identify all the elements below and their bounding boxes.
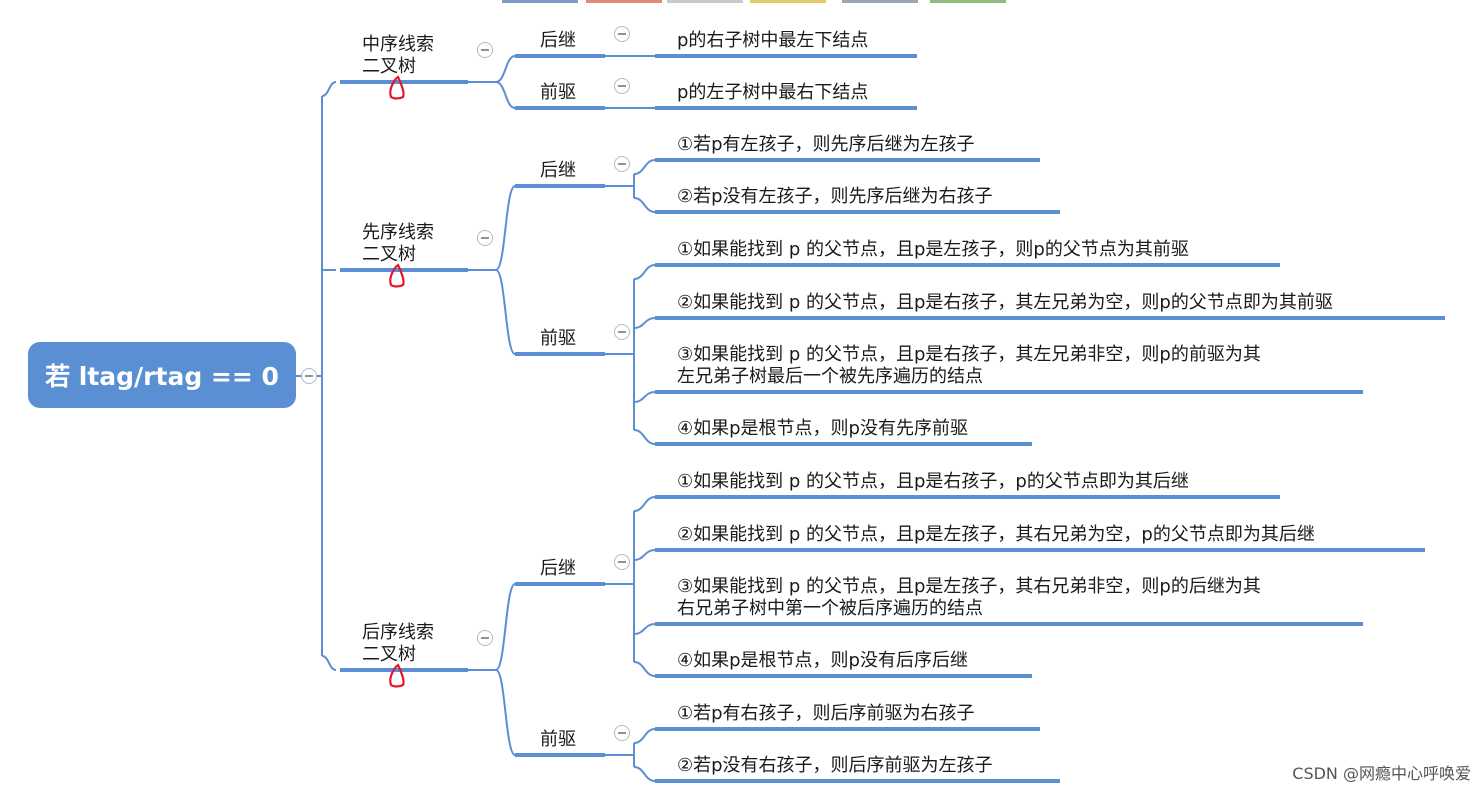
relation-collapse-icon[interactable]	[614, 554, 630, 570]
leaf-text: ③如果能找到 p 的父节点，且p是右孩子，其左兄弟非空，则p的前驱为其 左兄弟子…	[677, 344, 1261, 387]
branch-collapse-icon[interactable]	[477, 630, 493, 646]
leaf-curve	[633, 728, 656, 744]
leaf-text: ①若p有左孩子，则先序后继为左孩子	[677, 134, 975, 155]
leaf-text: ②如果能找到 p 的父节点，且p是左孩子，其右兄弟为空，p的父节点即为其后继	[677, 524, 1315, 545]
leaf-curve	[633, 766, 656, 782]
relation-collapse-icon[interactable]	[614, 26, 630, 42]
leaf-text: ①若p有右孩子，则后序前驱为右孩子	[677, 703, 975, 724]
branch-title-2: 先序线索 二叉树	[362, 222, 434, 265]
trunk-curve-bottom	[321, 655, 337, 671]
branch-title-1: 中序线索 二叉树	[362, 34, 434, 77]
leaf-text: p的左子树中最右下结点	[677, 82, 869, 103]
leaf-text: ②若p没有左孩子，则先序后继为右孩子	[677, 186, 993, 207]
root-collapse-icon[interactable]	[301, 368, 317, 384]
toolbar-swatch	[586, 0, 662, 3]
leaf-curve	[633, 264, 656, 280]
root-label: 若 ltag/rtag == 0	[45, 362, 279, 391]
leaf-text: ④如果p是根节点，则p没有先序前驱	[677, 418, 968, 439]
relation-label: 后继	[540, 558, 576, 579]
leaf-text: ①如果能找到 p 的父节点，且p是左孩子，则p的父节点为其前驱	[677, 239, 1189, 260]
branch-to-relation-curve	[495, 55, 516, 83]
handwritten-annotation	[389, 663, 405, 688]
relation-label: 后继	[540, 160, 576, 181]
relation-label: 前驱	[540, 82, 576, 103]
leaf-text: p的右子树中最左下结点	[677, 30, 869, 51]
relation-label: 前驱	[540, 328, 576, 349]
leaf-curve	[633, 623, 656, 635]
leaf-curve	[633, 496, 656, 512]
relation-collapse-icon[interactable]	[614, 78, 630, 94]
toolbar-swatch	[502, 0, 578, 3]
branch-to-relation-curve	[495, 583, 516, 671]
leaf-curve	[633, 197, 656, 213]
leaf-curve	[633, 159, 656, 175]
leaf-curve	[633, 391, 656, 403]
trunk-curve-top	[321, 81, 337, 97]
leaf-curve	[633, 429, 656, 445]
relation-label: 后继	[540, 30, 576, 51]
watermark: CSDN @网瘾中心呼唤爱	[1292, 764, 1471, 783]
relation-collapse-icon[interactable]	[614, 725, 630, 741]
handwritten-annotation	[389, 75, 405, 100]
toolbar-swatch	[930, 0, 1006, 3]
leaf-curve	[633, 661, 656, 677]
leaf-text: ②若p没有右孩子，则后序前驱为左孩子	[677, 755, 993, 776]
toolbar-swatch	[842, 0, 918, 3]
toolbar-swatch	[667, 0, 743, 3]
leaf-text: ②如果能找到 p 的父节点，且p是右孩子，其左兄弟为空，则p的父节点即为其前驱	[677, 292, 1333, 313]
branch-title-3: 后序线索 二叉树	[362, 622, 434, 665]
relation-collapse-icon[interactable]	[614, 324, 630, 340]
leaf-curve	[633, 549, 656, 561]
leaf-text: ③如果能找到 p 的父节点，且p是左孩子，其右兄弟非空，则p的后继为其 右兄弟子…	[677, 576, 1261, 619]
branch-collapse-icon[interactable]	[477, 230, 493, 246]
branch-to-relation-curve	[495, 81, 516, 109]
branch-to-relation-curve	[495, 669, 516, 756]
leaf-curve	[633, 317, 656, 329]
root-node[interactable]: 若 ltag/rtag == 0	[28, 342, 296, 408]
relation-collapse-icon[interactable]	[614, 156, 630, 172]
branch-to-relation-curve	[495, 269, 516, 355]
branch-to-relation-curve	[495, 185, 516, 271]
leaf-text: ①如果能找到 p 的父节点，且p是右孩子，p的父节点即为其后继	[677, 471, 1189, 492]
toolbar-swatch	[750, 0, 826, 3]
handwritten-annotation	[389, 263, 405, 288]
leaf-text: ④如果p是根节点，则p没有后序后继	[677, 650, 968, 671]
relation-label: 前驱	[540, 729, 576, 750]
branch-collapse-icon[interactable]	[477, 42, 493, 58]
